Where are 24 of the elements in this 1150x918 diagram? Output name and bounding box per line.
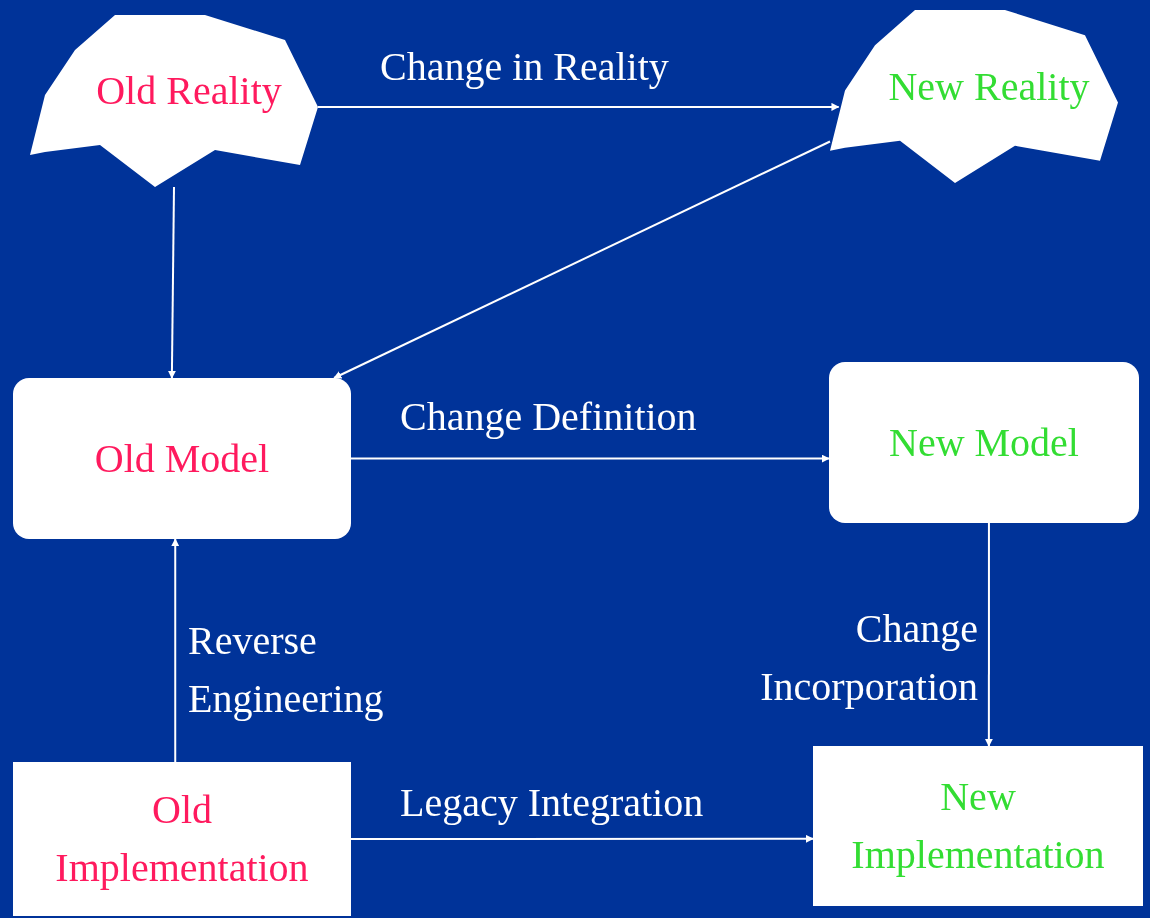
node-label: New Implementation <box>850 773 1106 879</box>
edge-label: Legacy Integration <box>400 779 705 827</box>
rounded-box <box>13 378 351 539</box>
process-box <box>813 746 1143 906</box>
cloud-shape <box>830 10 1118 183</box>
node-label: New Model <box>889 418 1079 467</box>
arrow <box>350 454 830 463</box>
arrow <box>167 186 176 379</box>
node-label: Old Reality <box>96 67 282 115</box>
arrow <box>333 140 831 379</box>
edge-label: Reverse Engineering <box>188 617 385 723</box>
node-label: Old Implementation <box>54 786 310 892</box>
arrow <box>984 522 993 747</box>
arrow <box>317 102 840 111</box>
node-label: Old Model <box>94 434 270 483</box>
arrow <box>171 538 180 763</box>
edge-label: Change Incorporation <box>759 605 978 711</box>
process-box <box>13 762 351 916</box>
arrow <box>350 834 814 843</box>
rounded-box <box>829 362 1139 523</box>
edge-label: Change Definition <box>400 393 698 441</box>
node-label: New Reality <box>888 62 1090 111</box>
cloud-shape <box>30 15 318 187</box>
edge-label: Change in Reality <box>380 43 670 91</box>
